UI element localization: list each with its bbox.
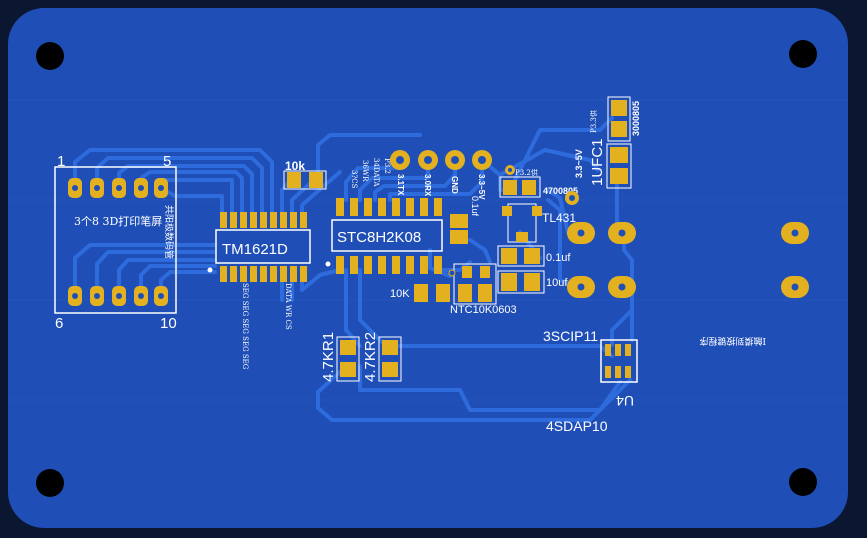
p33-outline (607, 96, 631, 142)
ntc-pad-2[interactable] (478, 284, 492, 302)
cap-01uf-right-label: 0.1uf (546, 252, 571, 264)
p32-outline (499, 176, 541, 198)
cap-01uf-left-label: 0.1uf (470, 196, 480, 217)
stc-top-label-1: 3?CS (350, 170, 358, 189)
display-pin5-label: 5 (163, 153, 171, 170)
stc-top-label-4: P3.2 (383, 158, 391, 174)
stc8h2k08-body[interactable] (331, 219, 443, 252)
resistor-10k-top-pad-1[interactable] (287, 172, 301, 188)
resistor-kr1-pad-1[interactable] (340, 340, 356, 355)
display-outline (54, 166, 177, 314)
resistor-10k-mid-pad-1[interactable] (414, 284, 428, 302)
resistor-10k-top-label: 10k (285, 159, 305, 173)
ntc-pad-4[interactable] (480, 266, 490, 278)
v33-5-label: 3.3~5V (574, 149, 584, 178)
ntc-pad-1[interactable] (458, 284, 472, 302)
display-pad-holes (72, 185, 164, 299)
cap-01uf-right-outline (497, 245, 545, 267)
tm1621d-label: TM1621D (222, 241, 288, 258)
cap-10uf-pad-2[interactable] (524, 273, 540, 291)
ntc-pad-3[interactable] (462, 266, 472, 278)
part-4700805-label: 4700805 (543, 186, 578, 196)
resistor-kr1-outline (336, 336, 360, 382)
tm1621d-pin1-marker (207, 267, 213, 273)
mounting-hole-bottom-right (789, 468, 817, 496)
header-pins[interactable] (390, 150, 492, 170)
p33-label: P3.3供 (589, 110, 598, 133)
stc8h2k08-pins-top (336, 198, 442, 216)
p33-pad-1[interactable] (611, 100, 627, 116)
resistor-kr2-pad-2[interactable] (382, 362, 398, 377)
header-vcc-label: 3.3~5V (477, 174, 486, 200)
header-tx-label: 3.1TX (396, 174, 405, 196)
u4-outline (600, 339, 638, 383)
ntc-outline (453, 263, 497, 305)
cap-10uf-label: 10uf (546, 277, 568, 289)
ufc1-label: 1UFC1 (589, 138, 606, 186)
cap-01uf-left-pad-1[interactable] (450, 214, 468, 228)
cap-10uf-outline (497, 270, 545, 294)
tl431-pad-3[interactable] (532, 206, 542, 216)
u4-pads (605, 344, 631, 378)
via-ntc (448, 269, 456, 277)
tm1621d-ctrl-labels: DATA WR CS (284, 283, 292, 330)
resistor-kr2-label: 4.7KR2 (362, 332, 379, 382)
resistor-10k-mid-pad-2[interactable] (436, 284, 450, 302)
display-pin10-label: 10 (160, 315, 177, 332)
resistor-kr2-pad-1[interactable] (382, 340, 398, 355)
display-pin1-label: 1 (57, 153, 65, 170)
resistor-kr1-label: 4.7KR1 (320, 332, 337, 382)
tl431-pad-2[interactable] (516, 232, 528, 242)
p32-pad-1[interactable] (503, 180, 517, 195)
ntc-label: NTC10K0603 (450, 304, 517, 316)
stc-top-label-2: 36WR (361, 160, 369, 182)
sda-label: 4SDAP10 (546, 418, 608, 434)
ufc1-pad-2[interactable] (610, 168, 628, 184)
header-gnd-label: GND (450, 176, 459, 194)
tm1621d-pins-bottom (220, 266, 307, 282)
cap-01uf-left-pad-2[interactable] (450, 230, 468, 244)
resistor-10k-top-outline (283, 170, 327, 190)
display-pin6-label: 6 (55, 315, 63, 332)
display-name-label: 3个8 3D打印笔屏 (74, 214, 162, 228)
tm1621d-pins-top (220, 212, 307, 228)
u4-label: U4 (616, 393, 634, 409)
stc-top-label-3: 34DATA (372, 158, 380, 187)
header-rx-label: 3.0RX (423, 174, 432, 197)
resistor-kr2-outline (378, 336, 402, 382)
resistor-10k-mid-label: 10K (390, 288, 410, 300)
u4-side-label: I触摸到按键程序 (699, 335, 766, 347)
cap-01uf-right-pad-2[interactable] (524, 248, 540, 264)
part-3000805-label: 3000805 (631, 101, 641, 136)
stc8h2k08-pin1-marker (325, 261, 331, 267)
p33-pad-2[interactable] (611, 121, 627, 137)
resistor-kr1-pad-2[interactable] (340, 362, 356, 377)
mounting-hole-top-right (789, 40, 817, 68)
tm1621d-seg-labels: SEG SEG SEG SEG SEG (241, 283, 249, 370)
display-side-label: 共阳极数码管 (163, 205, 175, 259)
stc8h2k08-pins-bottom (336, 256, 442, 274)
mounting-hole-top-left (36, 42, 64, 70)
cap-01uf-right-pad-1[interactable] (501, 248, 517, 264)
stc8h2k08-label: STC8H2K08 (337, 229, 421, 246)
tl431-label: TL431 (542, 211, 576, 225)
power-terminal-holes (577, 229, 799, 291)
p32-pad-2[interactable] (522, 180, 536, 195)
p32-label: P3.2供 (515, 168, 538, 177)
ufc1-pad-1[interactable] (610, 147, 628, 163)
tm1621d-body[interactable] (215, 229, 311, 264)
mounting-hole-bottom-left (36, 469, 64, 497)
scl-label: 3SCIP11 (543, 328, 598, 344)
tl431-pad-1[interactable] (502, 206, 512, 216)
cap-10uf-pad-1[interactable] (501, 273, 517, 291)
ufc1-outline (606, 143, 632, 189)
resistor-10k-top-pad-2[interactable] (309, 172, 323, 188)
